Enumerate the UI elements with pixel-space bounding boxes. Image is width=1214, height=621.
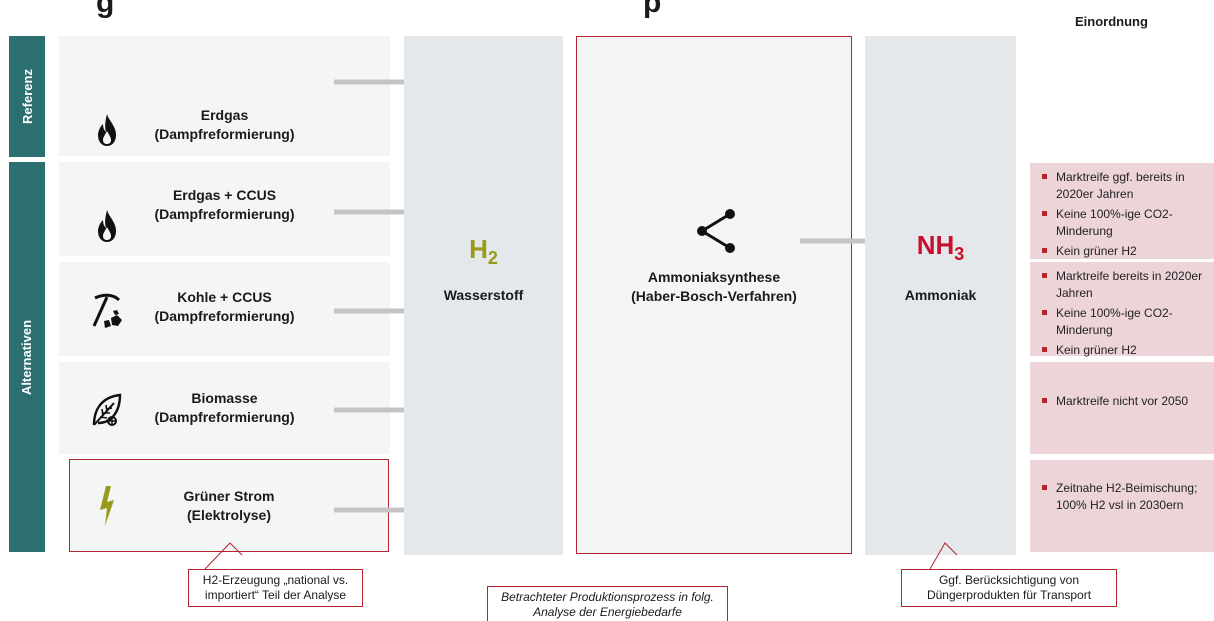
ammonia-label: Ammoniak xyxy=(904,287,977,303)
ammonia-symbol-text: NH xyxy=(916,230,955,260)
flame-icon xyxy=(89,110,125,150)
pickaxe-coal-icon xyxy=(89,290,125,330)
source-erdgas-line2: (Dampfreformierung) xyxy=(154,126,295,142)
list-item: Marktreife ggf. bereits in 2020er Jahren xyxy=(1042,169,1206,203)
share-icon xyxy=(692,205,740,262)
source-biomasse-line1: Biomasse xyxy=(191,390,258,406)
note-process: Betrachteter Produktionsprozess in folg.… xyxy=(487,586,728,621)
einordnung-box-gruener-strom: Zeitnahe H2-Beimischung; 100% H2 vsl in … xyxy=(1030,460,1214,552)
list-item: Marktreife bereits in 2020er Jahren xyxy=(1042,268,1206,302)
flame-icon xyxy=(89,206,125,246)
source-erdgas-line1: Erdgas xyxy=(200,107,249,123)
einordnung-heading: Einordnung xyxy=(1075,14,1148,29)
source-erdgas: Erdgas (Dampfreformierung) xyxy=(59,36,390,156)
einordnung-box-kohle-ccus: Marktreife bereits in 2020er Jahren Kein… xyxy=(1030,262,1214,359)
list-item: Keine 100%-ige CO2-Minderung xyxy=(1042,206,1206,240)
source-erdgas-ccus-line2: (Dampfreformierung) xyxy=(154,206,295,222)
list-item: Kein grüner H2 xyxy=(1042,342,1206,359)
callout-connector-transport xyxy=(929,542,958,570)
hydrogen-symbol-text: H xyxy=(469,234,488,264)
ammonia-column: NH3 Ammoniak xyxy=(865,36,1016,555)
einordnung-box-erdgas-ccus: Marktreife ggf. bereits in 2020er Jahren… xyxy=(1030,163,1214,259)
ammonia-subscript: 3 xyxy=(954,244,965,264)
source-gruener-strom: Grüner Strom (Elektrolyse) xyxy=(69,459,389,552)
source-erdgas-ccus-line1: Erdgas + CCUS xyxy=(172,187,277,203)
synthesis-label: Ammoniaksynthese (Haber-Bosch-Verfahren) xyxy=(577,268,851,306)
list-item: Zeitnahe H2-Beimischung; 100% H2 vsl in … xyxy=(1042,480,1206,514)
hydrogen-subscript: 2 xyxy=(487,248,498,268)
hydrogen-label: Wasserstoff xyxy=(443,287,524,303)
synthesis-box: Ammoniaksynthese (Haber-Bosch-Verfahren) xyxy=(576,36,852,554)
title-fragment-left: g xyxy=(96,0,115,19)
sidebar-referenz: Referenz xyxy=(9,36,45,157)
sidebar-alternativen: Alternativen xyxy=(9,162,45,552)
leaf-icon xyxy=(89,390,125,430)
source-biomasse-line2: (Dampfreformierung) xyxy=(154,409,295,425)
list-item: Keine 100%-ige CO2-Minderung xyxy=(1042,305,1206,339)
title-fragment-right: p xyxy=(643,0,662,19)
synthesis-line1: Ammoniaksynthese xyxy=(647,269,781,285)
callout-connector-import xyxy=(204,542,243,570)
hydrogen-column: H2 Wasserstoff xyxy=(404,36,563,555)
sidebar-alternativen-label: Alternativen xyxy=(19,319,35,395)
source-kohle-ccus-line2: (Dampfreformierung) xyxy=(154,308,295,324)
list-item: Marktreife nicht vor 2050 xyxy=(1042,393,1206,410)
note-transport: Ggf. Berücksichtigung von Düngerprodukte… xyxy=(901,569,1117,607)
note-import: H2-Erzeugung „national vs. importiert“ T… xyxy=(188,569,363,607)
lightning-icon xyxy=(90,486,126,526)
ammonia-symbol: NH3 xyxy=(865,230,1016,265)
source-kohle-ccus-line1: Kohle + CCUS xyxy=(177,289,272,305)
einordnung-box-biomasse: Marktreife nicht vor 2050 xyxy=(1030,362,1214,454)
source-gruener-strom-line1: Grüner Strom xyxy=(183,488,275,504)
source-erdgas-ccus: Erdgas + CCUS (Dampfreformierung) xyxy=(59,162,390,256)
hydrogen-symbol: H2 xyxy=(404,234,563,269)
list-item: Kein grüner H2 xyxy=(1042,243,1206,260)
source-gruener-strom-line2: (Elektrolyse) xyxy=(186,507,272,523)
synthesis-line2: (Haber-Bosch-Verfahren) xyxy=(631,288,797,304)
sidebar-referenz-label: Referenz xyxy=(19,69,35,124)
